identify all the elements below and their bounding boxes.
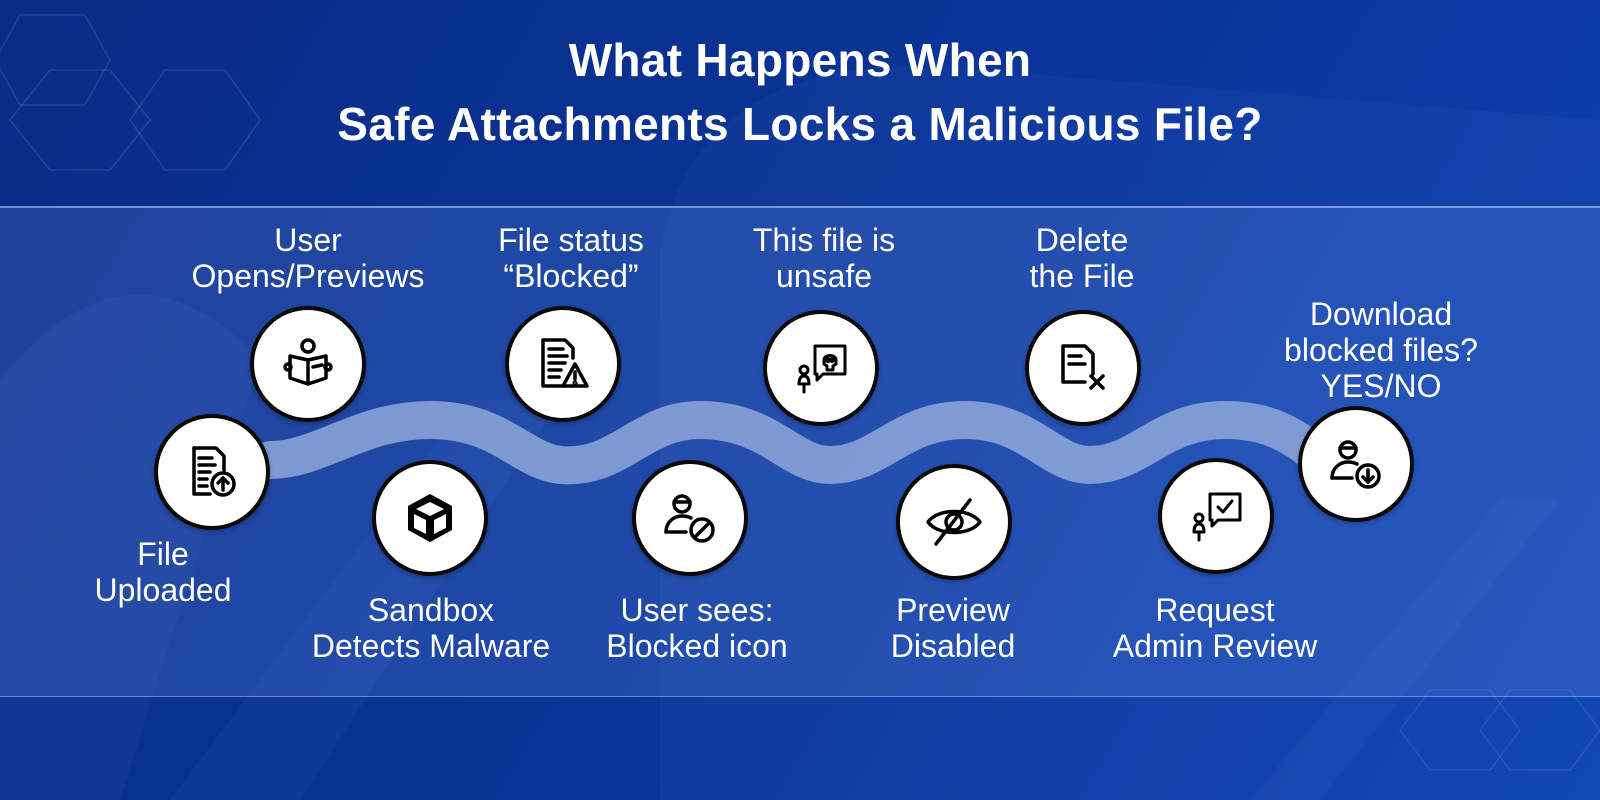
step-2-label: User Opens/Previews	[191, 222, 425, 294]
step-7-node	[896, 464, 1012, 580]
step-1-label: File Uploaded	[94, 536, 232, 608]
title-line-1: What Happens When	[568, 34, 1032, 86]
eye-slash-icon	[926, 498, 982, 546]
person-reading-icon	[283, 338, 333, 386]
person-skull-message-icon	[797, 344, 847, 394]
step-5-label: User sees: Blocked icon	[606, 592, 788, 664]
step-1-node	[154, 414, 270, 530]
page-title: What Happens When Safe Attachments Locks…	[0, 28, 1600, 156]
step-6-node	[763, 310, 879, 426]
step-4-node	[505, 306, 621, 422]
step-10-node	[1298, 406, 1414, 522]
file-upload-icon	[192, 446, 236, 497]
step-3-node	[372, 460, 488, 576]
sandbox-box-icon	[408, 494, 452, 542]
step-8-node	[1025, 310, 1141, 426]
person-check-message-icon	[1192, 492, 1242, 542]
step-9-label: Request Admin Review	[1112, 592, 1318, 664]
step-10-label: Download blocked files? YES/NO	[1284, 296, 1478, 404]
step-5-node	[632, 460, 748, 576]
user-download-icon	[1330, 440, 1381, 489]
step-9-node	[1158, 458, 1274, 574]
title-line-2: Safe Attachments Locks a Malicious File?	[337, 98, 1263, 150]
step-6-label: This file is unsafe	[752, 222, 896, 294]
step-2-node	[250, 306, 366, 422]
step-8-label: Delete the File	[1029, 222, 1135, 294]
step-7-label: Preview Disabled	[890, 592, 1016, 664]
step-4-label: File status “Blocked”	[498, 222, 644, 294]
user-blocked-icon	[664, 494, 715, 543]
file-warning-icon	[541, 338, 589, 388]
file-delete-icon	[1061, 344, 1105, 390]
step-3-label: Sandbox Detects Malware	[311, 592, 551, 664]
